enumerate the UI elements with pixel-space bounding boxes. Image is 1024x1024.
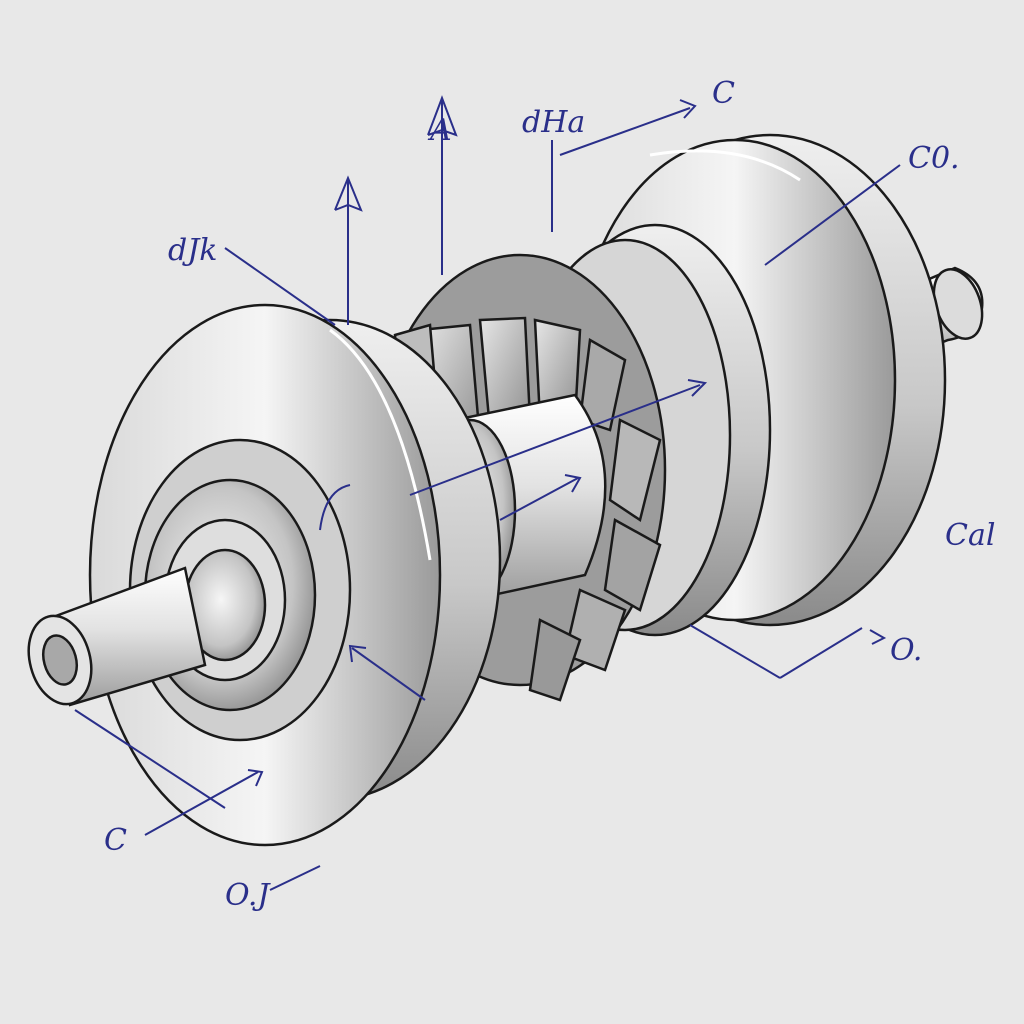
- label-bottom-left-o: O.J: [225, 878, 271, 913]
- left-hub: [128, 438, 352, 742]
- label-right-cal: Cal: [945, 518, 995, 553]
- label-right-c0: C0.: [908, 141, 960, 176]
- label-top-c: C: [712, 76, 735, 111]
- label-top-a: A: [427, 113, 452, 148]
- left-shaft: [27, 566, 207, 707]
- label-right-bottom-o: O.: [890, 633, 922, 668]
- annotation-lines: [74, 95, 901, 891]
- annotation-labels: A dHa C C0. dJk Cal O. C O.J: [104, 76, 995, 913]
- label-left-c: C: [104, 823, 127, 858]
- label-top-dha: dHa: [522, 105, 585, 140]
- label-left-djk: dJk: [168, 233, 217, 268]
